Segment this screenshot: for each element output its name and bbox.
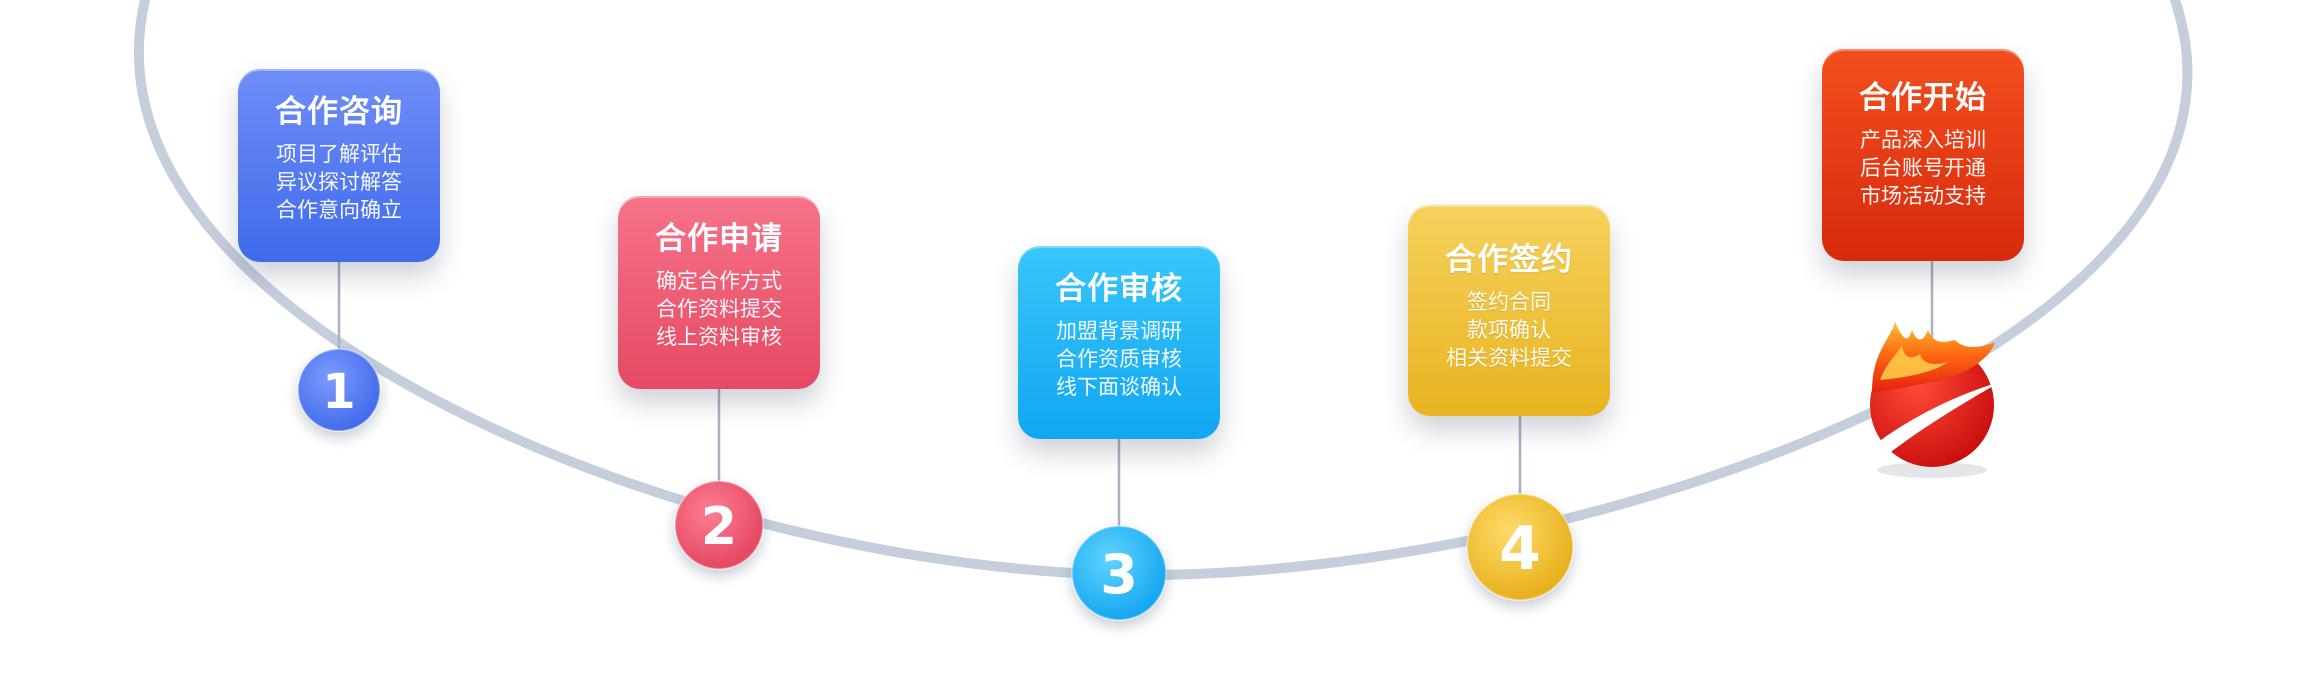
step-1-line-3: 合作意向确立 xyxy=(276,198,402,222)
step-2-card: 合作申请 确定合作方式 合作资料提交 线上资料审核 xyxy=(618,196,820,389)
step-2-marker: 2 xyxy=(674,480,764,570)
step-3-line-1: 加盟背景调研 xyxy=(1056,319,1182,343)
step-5-card: 合作开始 产品深入培训 后台账号开通 市场活动支持 xyxy=(1822,49,2024,261)
step-4-number: 4 xyxy=(1499,514,1541,584)
step-5-line-1: 产品深入培训 xyxy=(1860,128,1986,152)
step-1-marker: 1 xyxy=(297,348,381,432)
step-5-title: 合作开始 xyxy=(1859,80,1987,116)
step-3-marker: 3 xyxy=(1071,525,1167,621)
step-4-line-1: 签约合同 xyxy=(1467,290,1551,314)
step-1-card: 合作咨询 项目了解评估 异议探讨解答 合作意向确立 xyxy=(238,69,440,262)
step-1-number: 1 xyxy=(322,364,355,420)
step-1-line-2: 异议探讨解答 xyxy=(276,170,402,194)
step-5-line-3: 市场活动支持 xyxy=(1860,184,1986,208)
step-2-line-1: 确定合作方式 xyxy=(656,269,782,293)
step-1-title: 合作咨询 xyxy=(275,94,403,130)
step-1-line-1: 项目了解评估 xyxy=(276,142,402,166)
step-2-line-3: 线上资料审核 xyxy=(656,325,782,349)
step-5-line-2: 后台账号开通 xyxy=(1860,156,1986,180)
step-3-card: 合作审核 加盟背景调研 合作资质审核 线下面谈确认 xyxy=(1018,246,1220,439)
step-2-line-2: 合作资料提交 xyxy=(656,297,782,321)
step-3-title: 合作审核 xyxy=(1055,271,1183,307)
flame-ball-icon xyxy=(1868,322,2000,478)
step-2-title: 合作申请 xyxy=(655,221,783,257)
step-3-number: 3 xyxy=(1100,543,1138,606)
step-2-number: 2 xyxy=(701,497,737,557)
step-4-marker: 4 xyxy=(1466,493,1574,601)
step-3-line-3: 线下面谈确认 xyxy=(1056,375,1182,399)
step-3-line-2: 合作资质审核 xyxy=(1056,347,1182,371)
step-4-title: 合作签约 xyxy=(1445,242,1573,278)
step-4-line-3: 相关资料提交 xyxy=(1446,346,1572,370)
step-4-card: 合作签约 签约合同 款项确认 相关资料提交 xyxy=(1408,205,1610,416)
step-4-line-2: 款项确认 xyxy=(1467,318,1551,342)
